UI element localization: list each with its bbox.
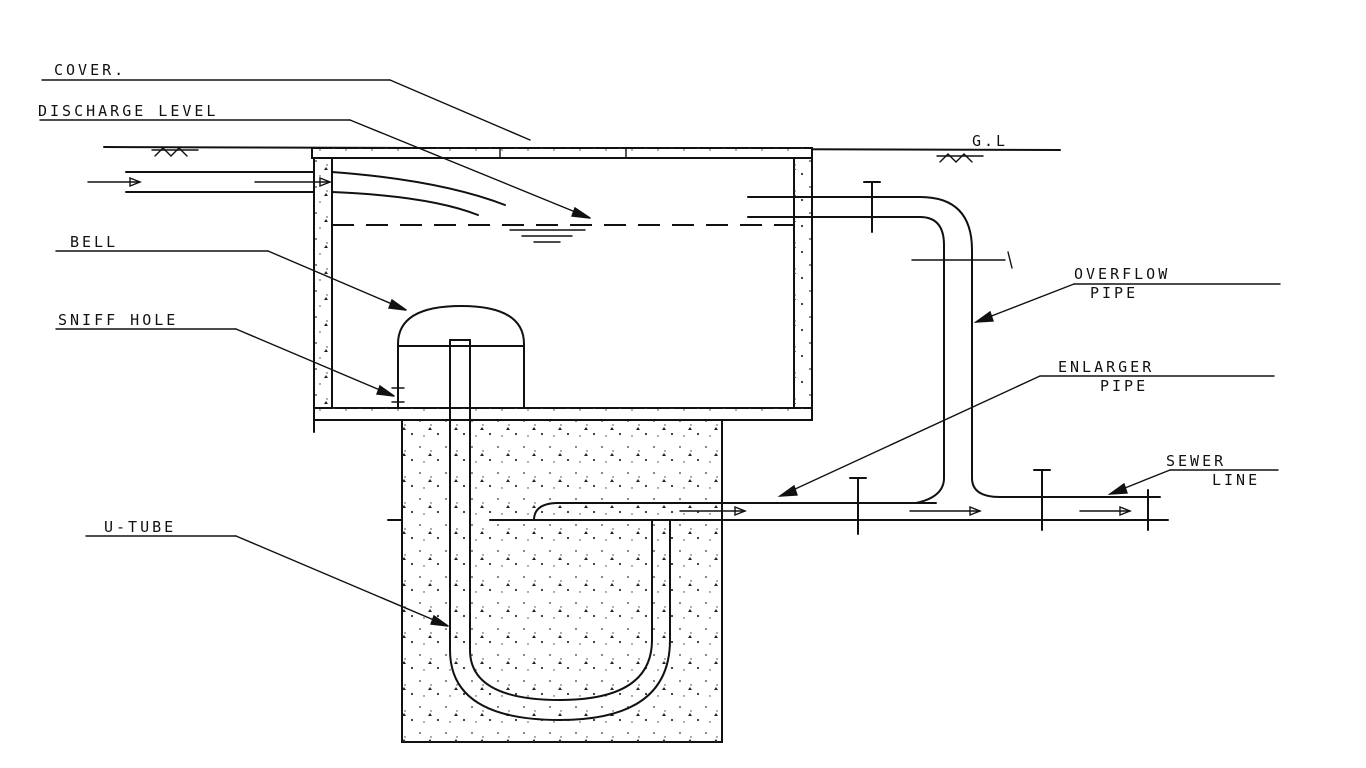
- label-sniff-hole: SNIFF HOLE: [58, 311, 178, 329]
- label-enlarger-line2: PIPE: [1100, 377, 1148, 395]
- u-tube: [449, 339, 671, 721]
- label-overflow-line2: PIPE: [1090, 284, 1138, 302]
- label-gl: G.L: [972, 132, 1008, 150]
- water-surface-symbol: [509, 229, 586, 243]
- valve-outlet-1: [849, 477, 867, 535]
- overflow-pipe: [747, 196, 1161, 504]
- valve-overflow: [863, 181, 881, 233]
- label-overflow-line1: OVERFLOW: [1074, 265, 1170, 283]
- sniff-hole: [391, 381, 405, 409]
- inlet-pipe: [87, 171, 506, 216]
- label-discharge-level: DISCHARGE LEVEL: [38, 102, 218, 120]
- ground-symbol-left: [151, 147, 199, 157]
- bell: [397, 305, 525, 409]
- label-cover: COVER.: [54, 61, 126, 79]
- label-enlarger-line1: ENLARGER: [1058, 358, 1154, 376]
- label-u-tube: U-TUBE: [104, 518, 176, 536]
- ground-symbol-right: [936, 153, 984, 163]
- label-sewer-line2: LINE: [1212, 471, 1260, 489]
- label-bell: BELL: [70, 233, 118, 251]
- enlarger-pipe: [387, 502, 1169, 521]
- label-sewer-line1: SEWER: [1166, 452, 1226, 470]
- valve-outlet-2: [1033, 469, 1051, 531]
- leader-lines: [39, 79, 1281, 627]
